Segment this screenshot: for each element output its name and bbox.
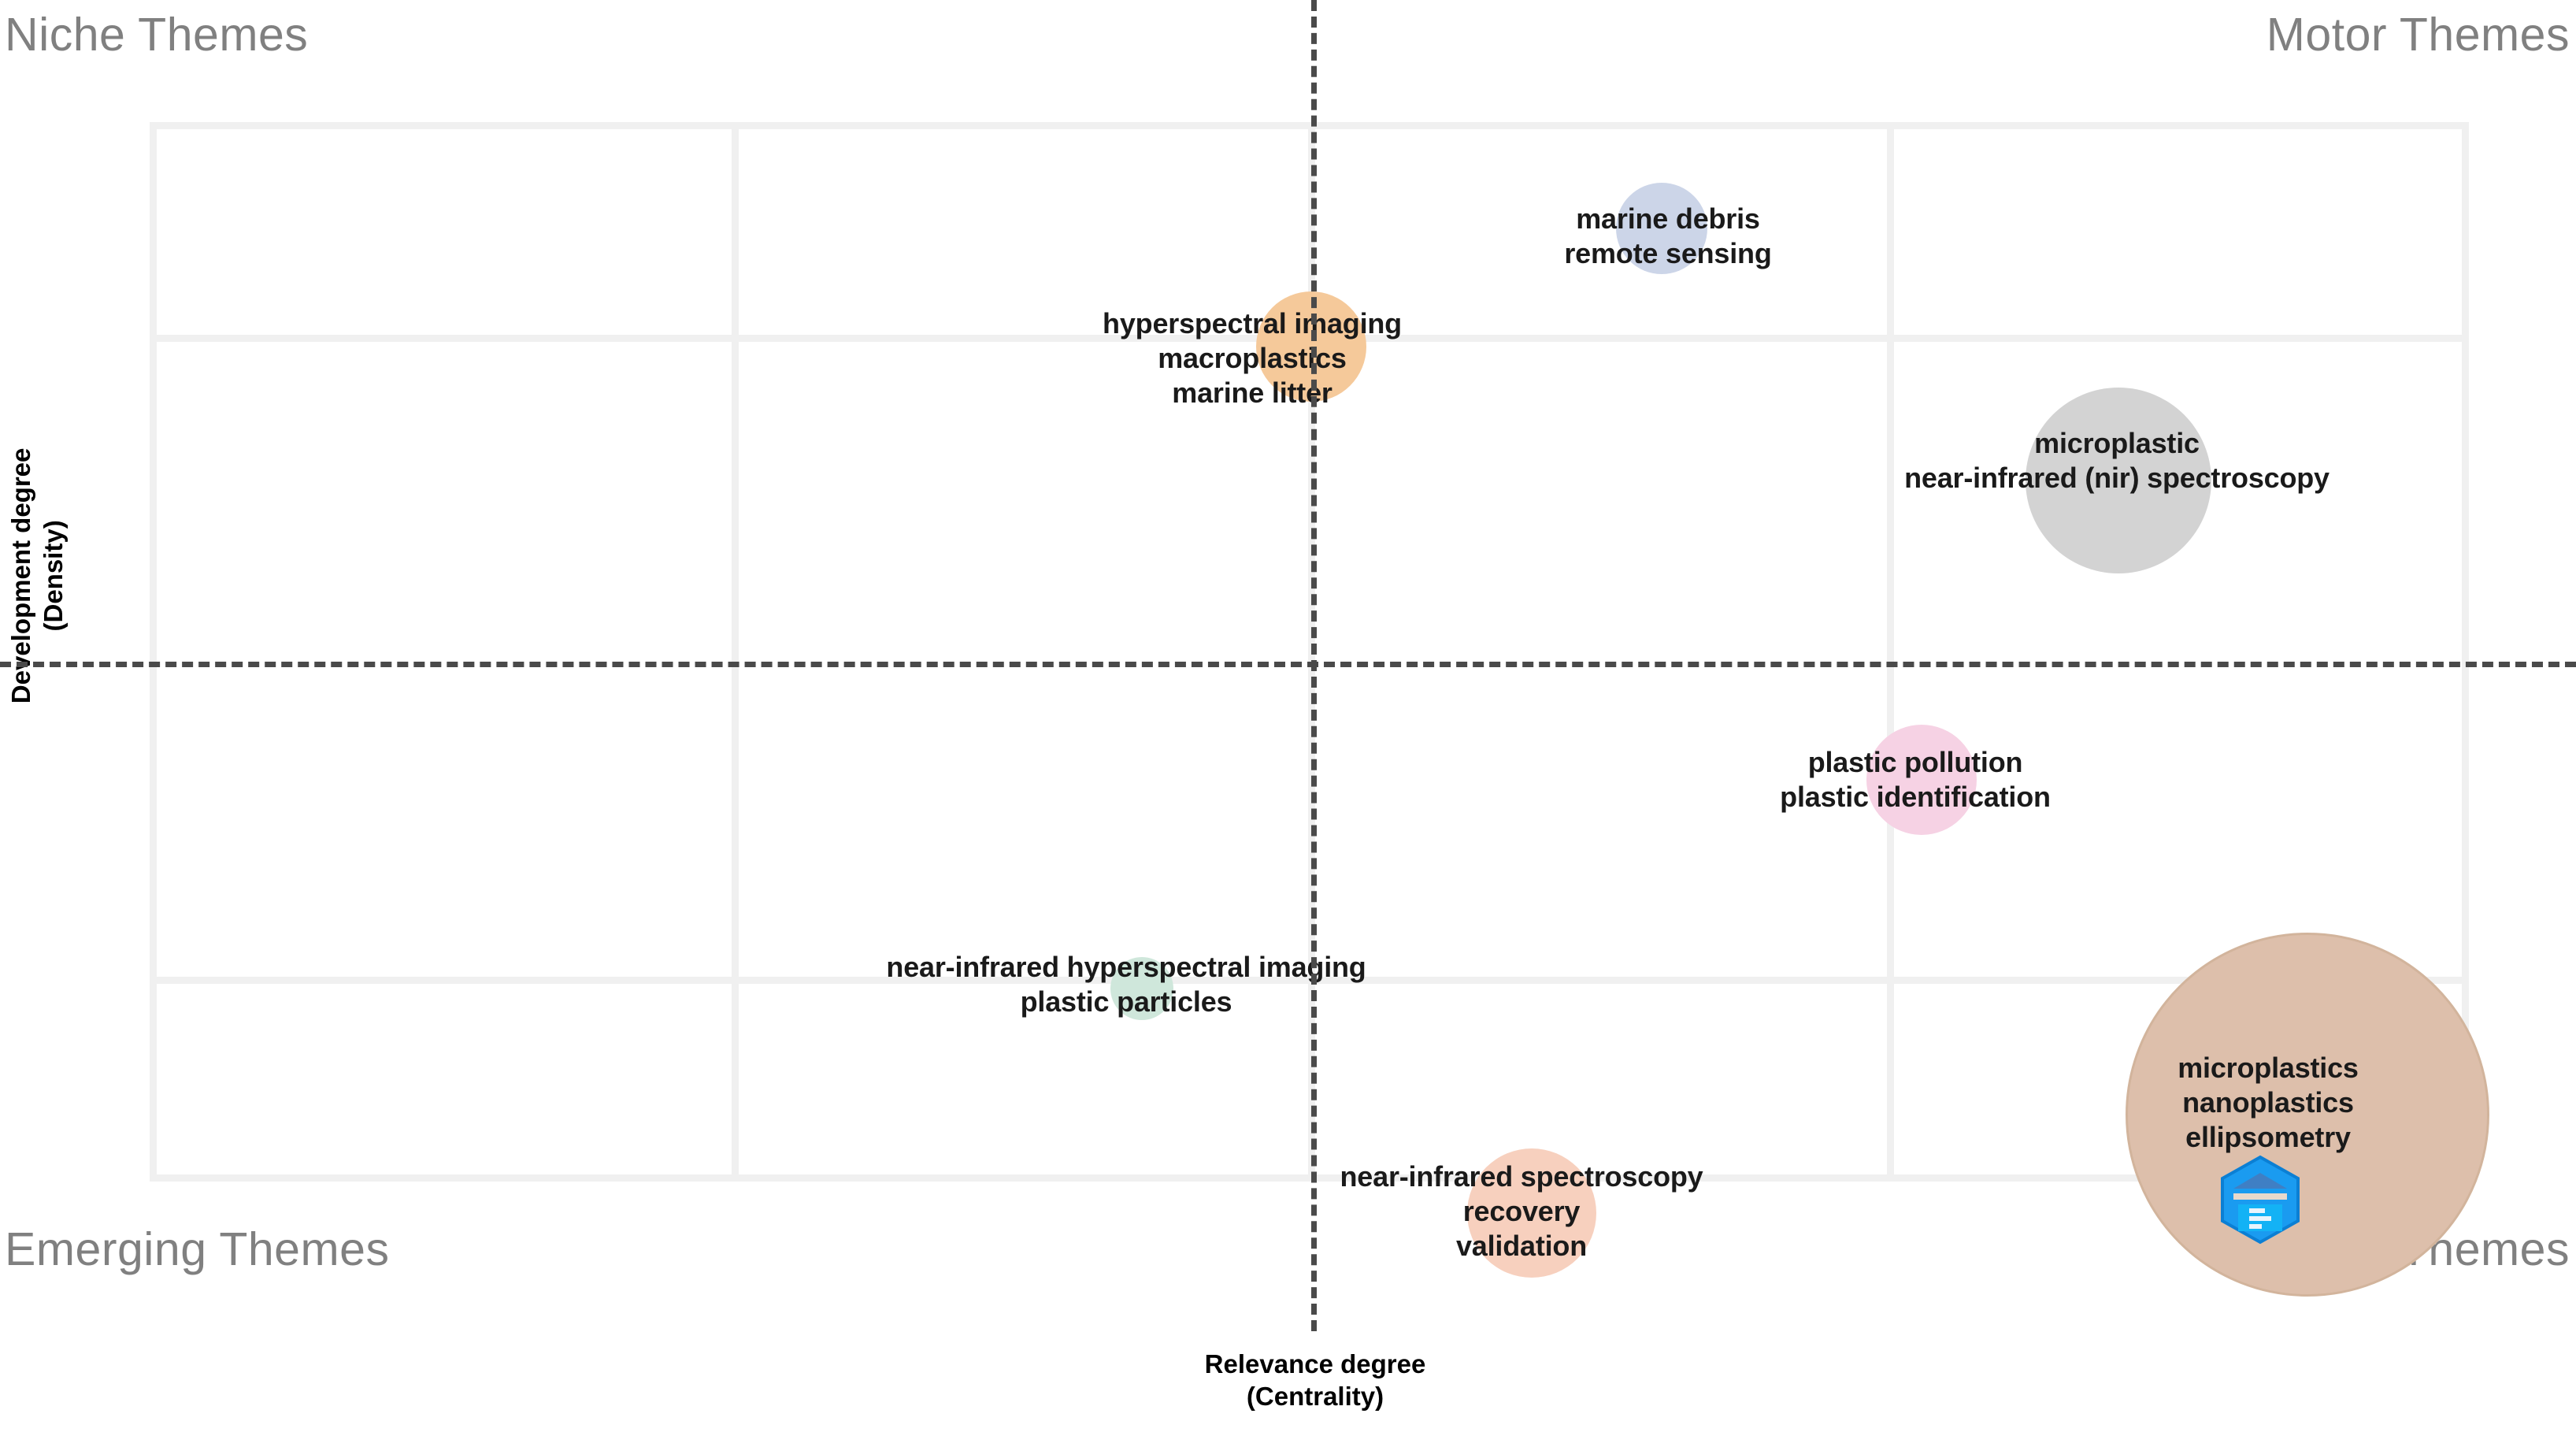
- bubble-label-near-infrared-spectroscopy: near-infrared spectroscopy recovery vali…: [1340, 1159, 1703, 1263]
- gridline-vertical-3: [1887, 122, 1894, 1182]
- median-line-horizontal: [0, 662, 2576, 667]
- bubble-label-line: ellipsometry: [2185, 1120, 2351, 1153]
- bubble-label-line: recovery: [1462, 1195, 1581, 1228]
- y-axis-title: Development degree (Density): [6, 371, 70, 781]
- bubble-label-near-infrared-hyperspectral-imaging: near-infrared hyperspectral imaging plas…: [886, 950, 1366, 1019]
- bubble-label-line: near-infrared hyperspectral imaging: [886, 951, 1366, 984]
- bubble-label-line: near-infrared spectroscopy: [1340, 1160, 1703, 1193]
- panel-edge-left: [150, 122, 157, 1182]
- bubble-label-line: remote sensing: [1564, 237, 1772, 269]
- bubble-microplastics[interactable]: [2126, 933, 2489, 1297]
- blue-hexagon-logo-icon: [2215, 1154, 2306, 1245]
- gridline-horizontal-2: [150, 977, 2469, 984]
- bubble-label-microplastic: microplastic near-infrared (nir) spectro…: [1904, 426, 2330, 495]
- bubble-label-hyperspectral-imaging: hyperspectral imaging macroplastics mari…: [1103, 306, 1402, 410]
- bubble-label-line: microplastic: [2034, 427, 2200, 460]
- bubble-near-infrared-spectroscopy[interactable]: [1467, 1148, 1596, 1278]
- quadrant-label-motor-themes: Motor Themes: [2266, 9, 2570, 61]
- plot-area: hyperspectral imaging macroplastics mari…: [0, 0, 2576, 1331]
- bubble-label-line: microplastics: [2178, 1052, 2359, 1085]
- bubble-microplastic[interactable]: [2026, 388, 2211, 573]
- quadrant-label-emerging-themes: Emerging Themes: [5, 1223, 390, 1275]
- y-axis-title-line-1: Development degree: [6, 447, 36, 704]
- bubble-label-line: plastic pollution: [1807, 746, 2023, 779]
- bubble-label-marine-debris: marine debris remote sensing: [1564, 202, 1771, 271]
- bubble-marine-debris[interactable]: [1616, 183, 1707, 274]
- bubble-near-infrared-hyperspectral-imaging[interactable]: [1110, 957, 1173, 1020]
- bubble-label-line: macroplastics: [1158, 342, 1347, 375]
- x-axis-title-line-1: Relevance degree: [1204, 1349, 1426, 1378]
- bubble-label-line: plastic particles: [1020, 985, 1232, 1018]
- bubble-label-plastic-pollution: plastic pollution plastic identification: [1780, 745, 2051, 814]
- bubble-label-line: near-infrared (nir) spectroscopy: [1904, 462, 2330, 494]
- panel-edge-right: [2462, 122, 2469, 1182]
- bubble-plastic-pollution[interactable]: [1866, 725, 1977, 835]
- gridline-vertical-1: [732, 122, 739, 1182]
- bubble-label-line: hyperspectral imaging: [1103, 307, 1402, 340]
- y-axis-title-line-2: (Density): [39, 520, 68, 632]
- bubble-label-line: nanoplastics: [2182, 1086, 2354, 1119]
- x-axis-title-line-2: (Centrality): [1246, 1381, 1384, 1411]
- bubble-label-microplastics: microplastics nanoplastics ellipsometry: [2178, 1051, 2359, 1155]
- x-axis-title: Relevance degree (Centrality): [945, 1349, 1685, 1413]
- quadrant-label-niche-themes: Niche Themes: [5, 9, 309, 61]
- bubble-label-line: plastic identification: [1780, 781, 2051, 813]
- bubble-label-line: marine litter: [1172, 376, 1332, 409]
- bubble-label-line: validation: [1455, 1229, 1588, 1262]
- bubble-label-line: marine debris: [1576, 202, 1760, 236]
